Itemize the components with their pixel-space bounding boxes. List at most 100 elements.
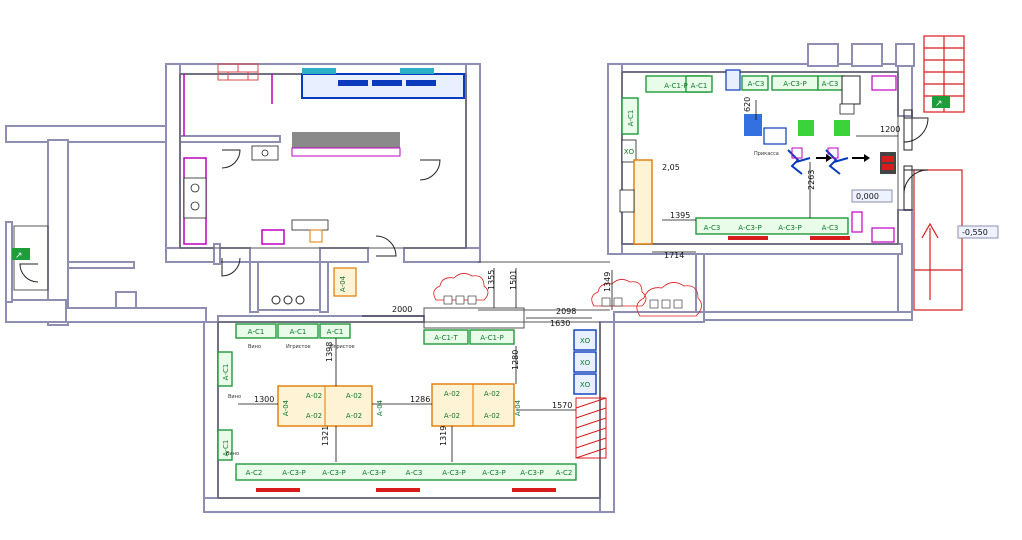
rack-label: А-С1-Т [434,334,458,342]
doors [19,109,929,283]
cold-label-group: ХО ХО ХО ХО [580,148,635,389]
dimension-label: 1349 [603,272,612,292]
exit-sign-icon [932,96,950,108]
level-marks: 0,000 -0,550 [851,189,999,239]
right-room-racks [619,69,897,245]
lower-gondolas [277,383,515,427]
level-mark-label: -0,550 [962,228,988,237]
exit-sign-icon [12,248,30,260]
wall-segment [165,63,181,261]
svg-text:↗: ↗ [935,99,943,109]
door-leaf [903,109,913,151]
dimension-label: 1321 [321,426,330,446]
ramp-outline [913,169,963,311]
zone-label: Игристое [330,344,355,350]
gondola-label: А-02 [306,412,322,420]
desk-chair [261,219,329,245]
dimension-label: 1714 [664,251,684,260]
door-arc [221,149,241,169]
dimension-label: 1355 [487,270,496,290]
rack-label: А-С3-Р [282,469,305,477]
wall-segment [607,63,623,255]
wall-segment [851,43,883,67]
gray-counter [291,132,401,157]
wall-segment [319,247,369,263]
wall-segment [47,139,69,326]
dimension-label: 1570 [552,401,572,410]
gondola-label: А-02 [484,412,500,420]
wall-segment [249,261,259,313]
level-mark-box [851,189,893,203]
dimension-label: 1286 [410,395,430,404]
dimension-label: 2,05 [662,163,680,172]
wall-segment [217,315,425,323]
cloud-fixtures [443,295,683,309]
zone-label: Игристое [286,344,311,350]
ramp-right [913,169,963,311]
wall-segment [319,261,329,313]
rack-label: А-С1-Р [664,82,687,90]
wall-segment [897,63,913,117]
gondola-label: А-02 [346,392,362,400]
stove-unit [183,177,207,219]
rack-label: А-С3 [406,469,423,477]
gondola-label: А-04 [282,399,290,416]
dimension-label: 1395 [670,211,690,220]
dimension-label: 1200 [880,125,900,134]
door-arc [19,263,39,283]
rack-label: А-С2 [556,469,573,477]
wall-segment [897,209,913,321]
rack-label: А-С1 [290,328,307,336]
sink-unit [251,145,279,161]
gondola-label: А-02 [444,390,460,398]
a04-label: А-04 [339,275,347,292]
svg-text:↗: ↗ [15,251,23,261]
rack-label: А-С1 [327,328,344,336]
level-mark-label: 0,000 [856,192,879,201]
rack-label: А-С1 [691,82,708,90]
rack-label: А-С1 [222,364,230,381]
wall-segment [5,299,67,323]
level-mark-box [957,225,999,239]
blue-rack-top [301,68,465,99]
rack-label: А-С3-Р [362,469,385,477]
dimension-label: 1280 [511,350,520,370]
stair-box [257,261,321,311]
brick-block [217,63,259,81]
cold-label: ХО [624,148,635,156]
wall-segment [5,125,167,143]
wall-segment [67,261,135,269]
lower-red-bars [256,488,556,492]
gondola-label: А-04 [514,399,522,416]
door-arc [903,117,929,143]
rack-label: А-С3-Р [778,224,801,232]
gondola-label: А-02 [306,392,322,400]
wall-segment [203,321,219,513]
counter-outline [423,307,525,329]
gondola-label: А-02 [444,412,460,420]
wall-segment [403,247,481,263]
rack-label: А-С3-Р [322,469,345,477]
wall-segment [613,311,705,323]
gondola-label: А-02 [484,390,500,398]
checkout-area [744,103,896,175]
rack-label: А-С3-Р [520,469,543,477]
dimension-label: 620 [743,97,752,112]
wall-segment [895,43,915,67]
wall-segment [5,221,13,303]
wall-segment [165,247,251,263]
wall-segment [213,243,221,265]
rack-label: А-С3-Р [442,469,465,477]
zone-label: Вино [228,394,241,400]
door-arc [375,235,397,257]
rack-label: А-С2 [246,469,263,477]
rack-label: А-С3-Р [482,469,505,477]
coin-circles [271,295,305,305]
rack-label: А-С1 [248,328,265,336]
gondola-label-group: А-02 А-02 А-02 А-02 А-04 А-04 А-02 А-02 … [282,390,522,420]
wall-segment [203,497,615,513]
gondola-label: А-04 [376,399,384,416]
